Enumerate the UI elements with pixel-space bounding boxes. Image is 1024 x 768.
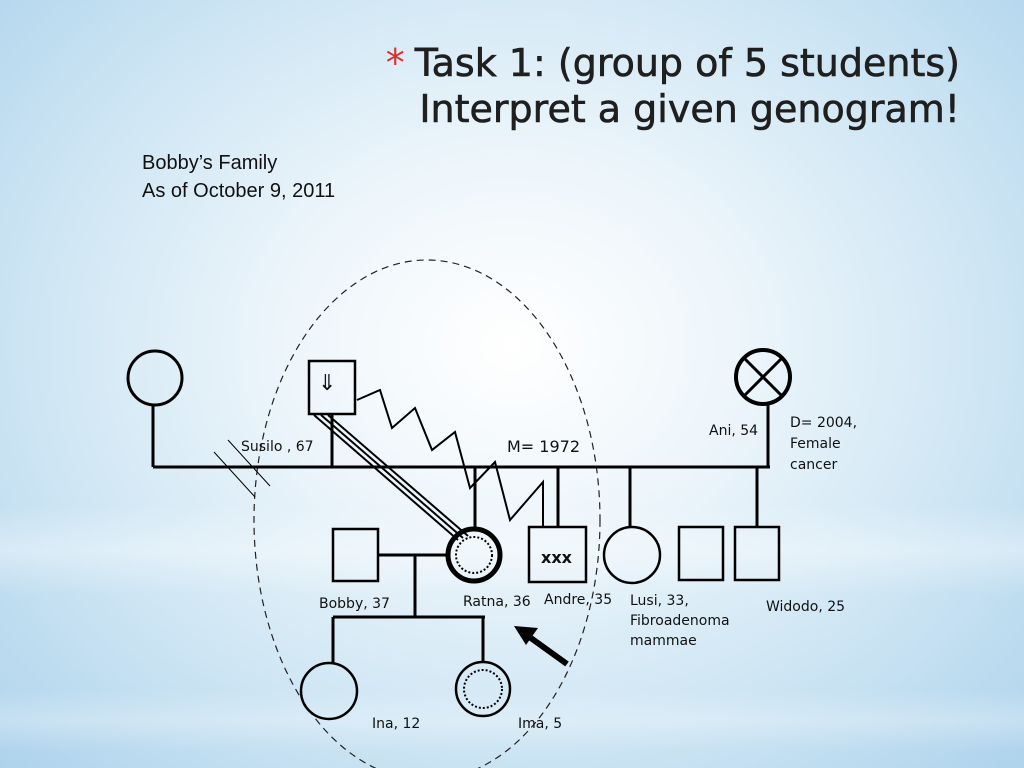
widodo-label: Widodo, 25 (766, 599, 845, 615)
conflict-zigzag (356, 388, 544, 528)
family-title: Bobby’s Family (142, 152, 278, 174)
ani-x-2 (742, 356, 784, 398)
lusi-label-1: Lusi, 33, (630, 593, 689, 609)
index-arrow-icon (514, 626, 538, 645)
date-line: As of October 9, 2011 (142, 180, 336, 202)
divorce-slash-1 (213, 451, 256, 498)
ratna-inner-dotted (455, 536, 493, 574)
ani-label: Ani, 54 (709, 423, 758, 439)
ani-death-line-1: D= 2004, (790, 415, 857, 431)
susilo-arrow-icon: ⇓ (318, 371, 336, 396)
asterisk-icon: * (385, 41, 405, 85)
ani-death-line-3: cancer (790, 457, 837, 473)
widodo-square-2 (733, 525, 781, 582)
genogram-caption: Bobby’s Family As of October 9, 2011 (142, 149, 335, 205)
ratna-label: Ratna, 36 (463, 594, 531, 610)
close-relationship-bar-3 (327, 414, 469, 537)
grandmother-left-circle (126, 349, 184, 407)
household-boundary (253, 259, 601, 768)
bobby-square (331, 527, 380, 583)
lusi-circle (602, 525, 662, 585)
ani-death-line-2: Female (790, 436, 841, 452)
ima-inner-dotted (463, 669, 503, 709)
ani-deceased-circle (734, 348, 792, 406)
lusi-label-2: Fibroadenoma (630, 613, 730, 629)
andre-marker-label: xxx (541, 548, 573, 567)
marriage-label: M= 1972 (507, 437, 580, 456)
title-line-1: *Task 1: (group of 5 students) (385, 41, 961, 86)
close-relationship-bar-2 (320, 414, 464, 539)
susilo-label: Susilo , 67 (241, 439, 314, 455)
ima-label: Ima, 5 (518, 716, 562, 732)
title-line-2: Interpret a given genogram! (419, 87, 960, 132)
slide-title: *Task 1: (group of 5 students) Interpret… (385, 40, 961, 132)
widodo-square-1 (677, 525, 725, 582)
andre-square (527, 525, 588, 584)
close-relationship-bar-1 (313, 414, 459, 541)
ina-circle (299, 661, 359, 721)
lusi-label-3: mammae (630, 633, 697, 649)
ima-circle (454, 660, 512, 718)
divorce-slash-2 (227, 439, 271, 487)
andre-label: Andre, 35 (544, 592, 612, 608)
bobby-label: Bobby, 37 (319, 596, 390, 612)
index-arrow-shaft (526, 633, 569, 667)
ina-label: Ina, 12 (372, 716, 420, 732)
